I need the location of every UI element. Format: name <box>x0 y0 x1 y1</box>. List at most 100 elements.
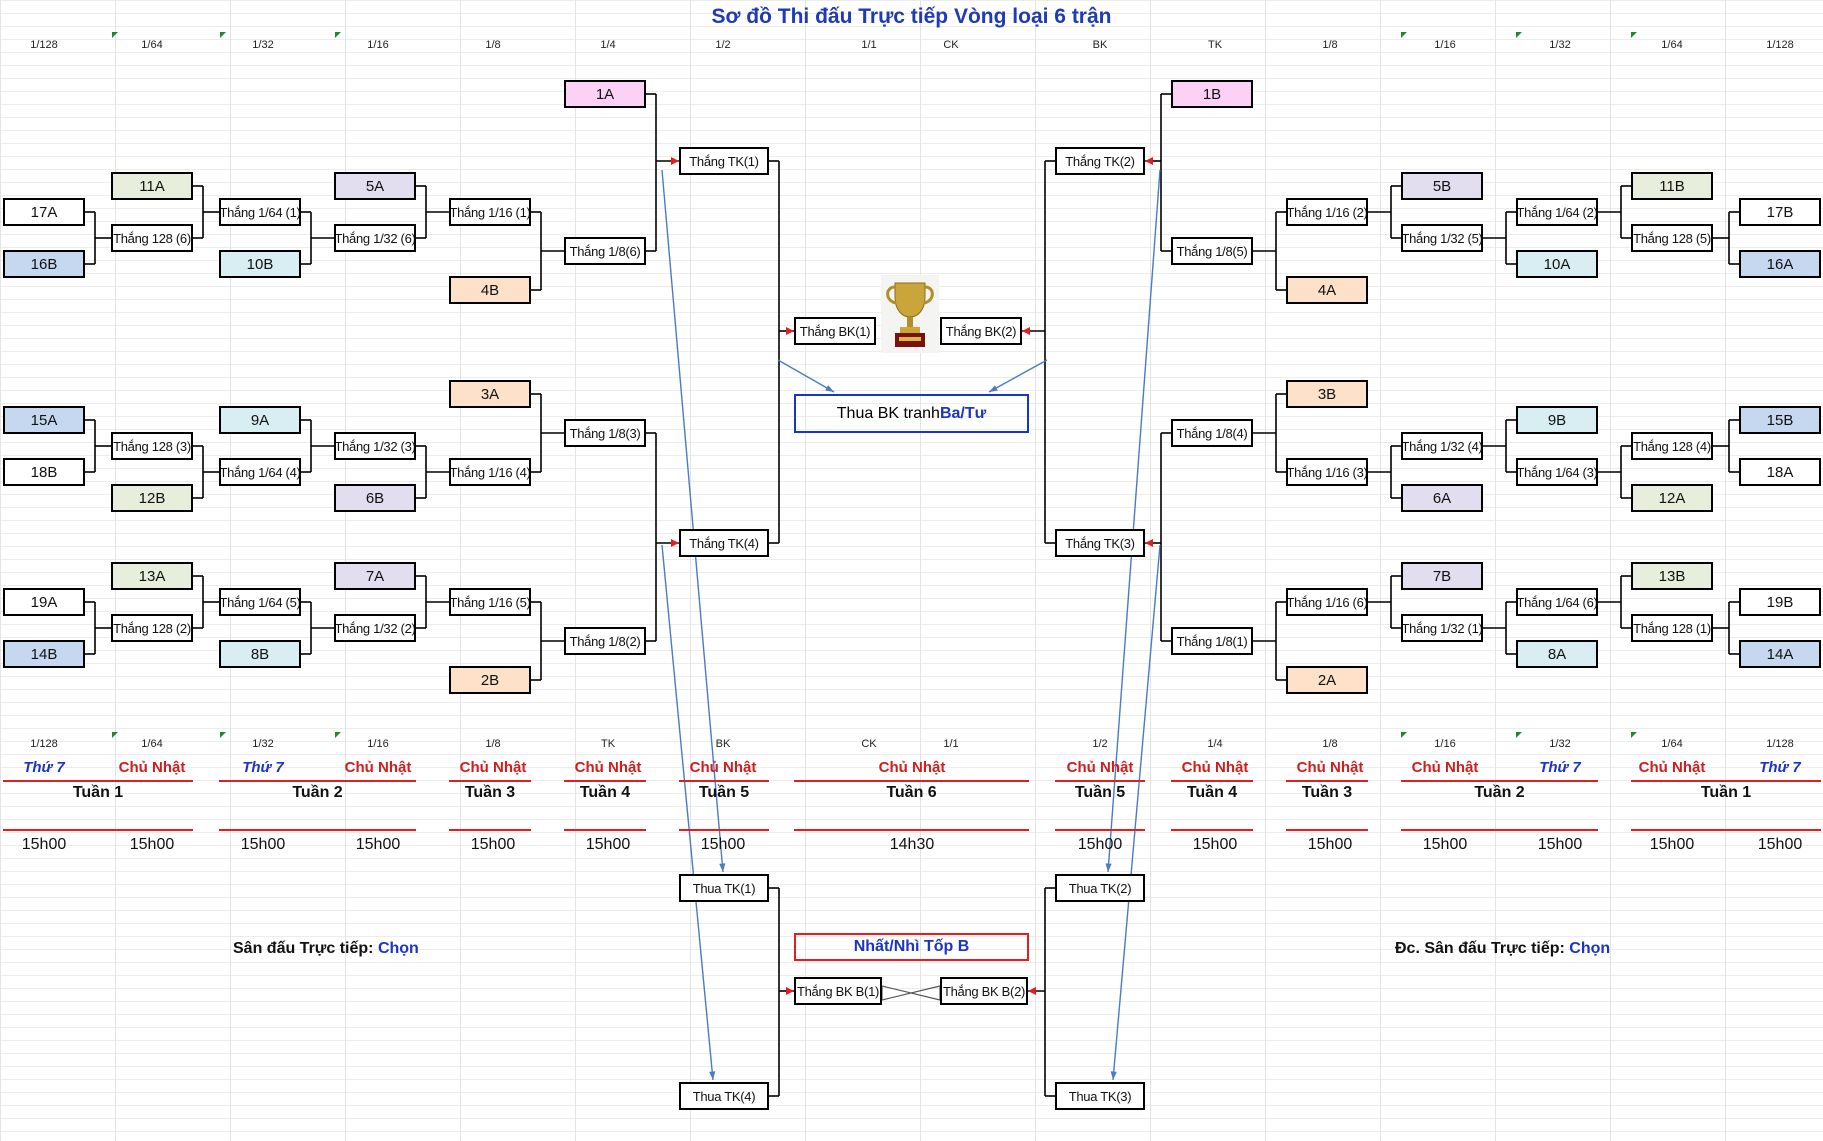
round-header: 1/1 <box>861 39 877 51</box>
round-header: 1/32 <box>252 39 274 51</box>
venue-right-label: Đc. Sân đấu Trực tiếp: <box>1395 940 1570 957</box>
venue-left-select[interactable]: Chọn <box>377 940 419 957</box>
match-day: Chủ Nhật <box>689 759 757 776</box>
round-header: 1/8 <box>1322 39 1338 51</box>
match-box-rw132-5: Thắng 1/32 (5) <box>1401 224 1483 252</box>
match-box-rw128-5: Thắng 128 (5) <box>1631 224 1713 252</box>
red-rule <box>219 780 416 782</box>
match-box-r6a: 6A <box>1401 484 1483 512</box>
red-rule <box>1631 780 1821 782</box>
match-box-lbk1: Thắng BK(1) <box>794 317 876 345</box>
week-label: Tuần 4 <box>579 784 631 801</box>
match-box-r12a: 12A <box>1631 484 1713 512</box>
round-header: TK <box>600 738 616 750</box>
round-header: TK <box>1207 39 1223 51</box>
match-day: Thứ 7 <box>1759 759 1801 776</box>
match-box-l16b: 16B <box>3 250 85 278</box>
match-box-lw18-6: Thắng 1/8(6) <box>564 237 646 265</box>
red-rule <box>1286 829 1368 831</box>
red-rule <box>1055 780 1145 782</box>
match-box-r19b: 19B <box>1739 588 1821 616</box>
match-day: Chủ Nhật <box>344 759 412 776</box>
match-box-r2a: 2A <box>1286 666 1368 694</box>
match-box-bkb1: Thắng BK B(1) <box>794 977 882 1005</box>
red-rule <box>449 780 531 782</box>
match-box-rw164-2: Thắng 1/64 (2) <box>1516 198 1598 226</box>
week-label: Tuần 5 <box>1074 784 1126 801</box>
match-box-rw18-5: Thắng 1/8(5) <box>1171 237 1253 265</box>
red-rule <box>219 829 416 831</box>
red-rule <box>1171 829 1253 831</box>
round-header: 1/64 <box>141 738 163 750</box>
match-box-r17b: 17B <box>1739 198 1821 226</box>
match-box-l1a: 1A <box>564 80 646 108</box>
match-box-rw164-6: Thắng 1/64 (6) <box>1516 588 1598 616</box>
week-label: Tuần 1 <box>72 784 124 801</box>
match-box-l7a: 7A <box>334 562 416 590</box>
match-box-r15b: 15B <box>1739 406 1821 434</box>
red-rule <box>1171 780 1253 782</box>
match-box-l13a: 13A <box>111 562 193 590</box>
third-place-highlight: Ba/Tư <box>939 404 987 422</box>
round-header: 1/64 <box>141 39 163 51</box>
match-box-lw132-2: Thắng 1/32 (2) <box>334 614 416 642</box>
match-box-r7b: 7B <box>1401 562 1483 590</box>
round-header: 1/8 <box>1322 738 1338 750</box>
match-day: Chủ Nhật <box>1296 759 1364 776</box>
round-header: 1/32 <box>252 738 274 750</box>
match-day: Chủ Nhật <box>459 759 527 776</box>
match-box-lw164-4: Thắng 1/64 (4) <box>219 458 301 486</box>
round-header: 1/16 <box>367 39 389 51</box>
match-box-ltk1: Thắng TK(1) <box>679 147 769 175</box>
week-label: Tuần 2 <box>1474 784 1525 801</box>
match-box-l5a: 5A <box>334 172 416 200</box>
match-box-r4a: 4A <box>1286 276 1368 304</box>
red-rule <box>3 780 193 782</box>
match-box-rtk3: Thắng TK(3) <box>1055 529 1145 557</box>
match-box-r14a: 14A <box>1739 640 1821 668</box>
round-header: 1/1 <box>943 738 959 750</box>
venue-right-select[interactable]: Chọn <box>1569 940 1611 957</box>
match-time: 15h00 <box>470 836 516 853</box>
match-box-l15a: 15A <box>3 406 85 434</box>
round-header: 1/16 <box>1434 39 1456 51</box>
round-header: CK <box>943 39 959 51</box>
match-box-lw164-1: Thắng 1/64 (1) <box>219 198 301 226</box>
round-header: 1/32 <box>1549 738 1571 750</box>
match-time: 15h00 <box>1537 836 1583 853</box>
match-box-rbk2: Thắng BK(2) <box>940 317 1022 345</box>
red-rule <box>3 829 193 831</box>
match-box-r16a: 16A <box>1739 250 1821 278</box>
match-box-l18b: 18B <box>3 458 85 486</box>
match-box-l8b: 8B <box>219 640 301 668</box>
match-box-rw18-1: Thắng 1/8(1) <box>1171 627 1253 655</box>
match-box-rw116-6: Thắng 1/16 (6) <box>1286 588 1368 616</box>
round-header: 1/8 <box>485 738 501 750</box>
round-header: CK <box>861 738 877 750</box>
match-box-bkb2: Thắng BK B(2) <box>940 977 1028 1005</box>
match-day: Chủ Nhật <box>1181 759 1249 776</box>
red-rule <box>449 829 531 831</box>
round-header: 1/4 <box>600 39 616 51</box>
red-rule <box>794 780 1029 782</box>
week-label: Tuần 5 <box>698 784 750 801</box>
match-box-rw132-1: Thắng 1/32 (1) <box>1401 614 1483 642</box>
round-header: 1/4 <box>1207 738 1223 750</box>
match-time: 15h00 <box>1422 836 1468 853</box>
match-box-r10a: 10A <box>1516 250 1598 278</box>
match-box-l12b: 12B <box>111 484 193 512</box>
match-box-rw18-4: Thắng 1/8(4) <box>1171 419 1253 447</box>
match-box-l17a: 17A <box>3 198 85 226</box>
round-header: 1/8 <box>485 39 501 51</box>
round-header: 1/16 <box>1434 738 1456 750</box>
match-box-r13b: 13B <box>1631 562 1713 590</box>
round-header: 1/128 <box>1766 738 1794 750</box>
match-box-r9b: 9B <box>1516 406 1598 434</box>
venue-left: Sân đấu Trực tiếp: Chọn <box>233 940 419 958</box>
match-box-rtk2-lose: Thua TK(2) <box>1055 874 1145 902</box>
match-time: 15h00 <box>1757 836 1803 853</box>
match-box-lw116-4: Thắng 1/16 (4) <box>449 458 531 486</box>
match-day: Chủ Nhật <box>1411 759 1479 776</box>
match-box-l14b: 14B <box>3 640 85 668</box>
